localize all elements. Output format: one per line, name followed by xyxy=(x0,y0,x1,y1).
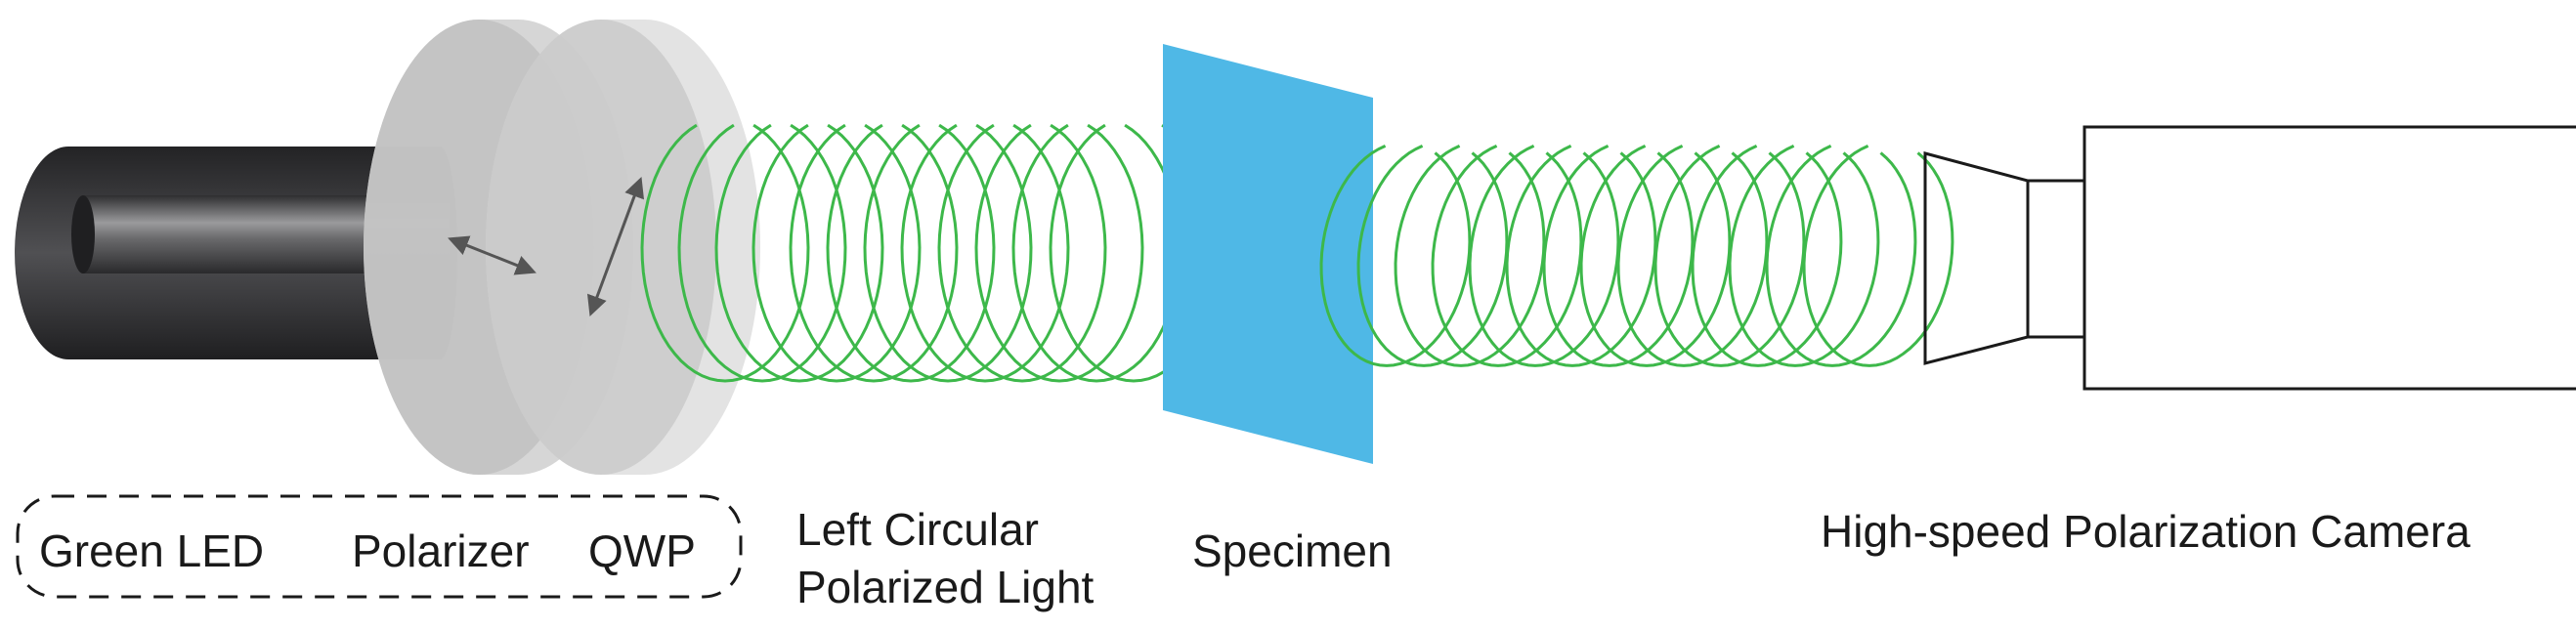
label-polarizer: Polarizer xyxy=(352,525,530,576)
helix-loop xyxy=(1765,145,1917,367)
label-specimen: Specimen xyxy=(1192,525,1393,576)
helix-loop xyxy=(1431,145,1583,367)
helix-loop xyxy=(677,123,847,383)
specimen-plate xyxy=(1163,44,1373,464)
helix-loop xyxy=(1356,145,1509,367)
label-camera: High-speed Polarization Camera xyxy=(1821,506,2470,557)
helix-loop xyxy=(1468,145,1620,367)
label-green-led: Green LED xyxy=(39,525,264,576)
helix-loop xyxy=(1616,145,1769,367)
qwp-disc xyxy=(486,20,760,475)
helix-loop xyxy=(863,123,1033,383)
helix-loop xyxy=(826,123,996,383)
helix-loop xyxy=(1579,145,1732,367)
helix-loop xyxy=(751,123,922,383)
camera-lens-mount xyxy=(2026,179,2086,339)
helix-loop xyxy=(974,123,1144,383)
camera-body xyxy=(2082,125,2576,391)
helix-loop xyxy=(937,123,1107,383)
helix-loop xyxy=(1011,123,1181,383)
helix-loop xyxy=(900,123,1070,383)
helix-loop xyxy=(1319,145,1472,367)
helix-loop xyxy=(714,123,884,383)
light-source-group-box xyxy=(16,494,743,599)
helix-loop xyxy=(1802,145,1954,367)
helix-loop xyxy=(1728,145,1880,367)
helix-loop xyxy=(789,123,959,383)
circular-polarized-light-helix-out xyxy=(1319,145,1954,367)
helix-loop xyxy=(640,123,810,383)
helix-loop xyxy=(1394,145,1546,367)
high-speed-camera xyxy=(1923,125,2576,391)
helix-loop xyxy=(1542,145,1695,367)
helix-loop xyxy=(1691,145,1843,367)
label-light-line1: Left Circular xyxy=(796,504,1039,555)
helix-loop xyxy=(1653,145,1806,367)
circular-polarized-light-helix-in xyxy=(640,123,1219,383)
label-qwp: QWP xyxy=(588,525,696,576)
polarization-axis-arrows xyxy=(448,177,645,316)
helix-loop xyxy=(1505,145,1657,367)
label-light-line2: Polarized Light xyxy=(796,562,1095,612)
